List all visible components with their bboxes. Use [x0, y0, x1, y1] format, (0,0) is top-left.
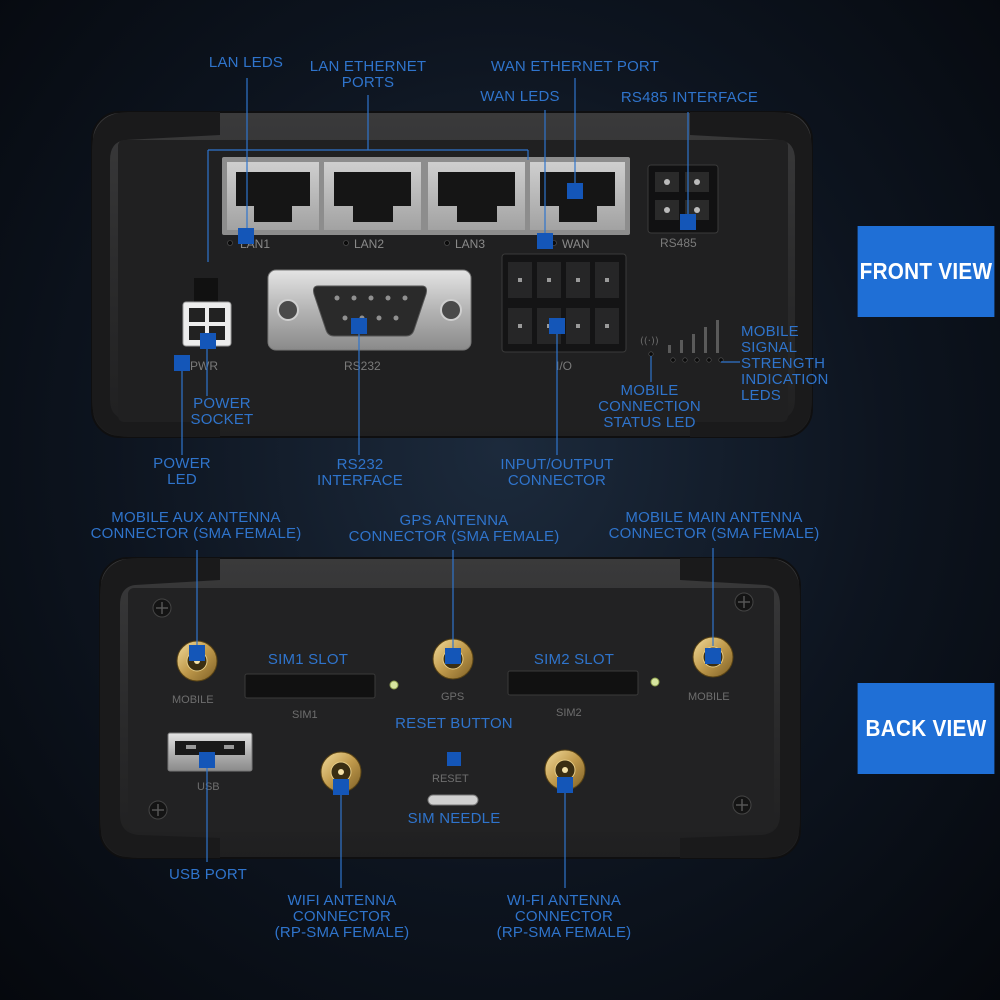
front-device: LAN1 LAN2 LAN3 WAN RS485 PWR — [91, 111, 813, 438]
sim1-slot-opening — [244, 673, 376, 699]
label-mobile-signal-strength: MOBILE SIGNAL STRENGTH INDICATION LEDS — [741, 323, 829, 404]
label-wifi-antenna-1: WIFI ANTENNA CONNECTOR (RP-SMA FEMALE) — [274, 892, 410, 941]
sim1-led — [389, 680, 399, 690]
rj45-lan1 — [227, 162, 319, 230]
rpsma-wifi-2 — [544, 749, 586, 791]
front-right-bumper — [690, 112, 812, 437]
back-panel — [128, 588, 774, 832]
label-mobile-main-antenna: MOBILE MAIN ANTENNA CONNECTOR (SMA FEMAL… — [608, 509, 820, 542]
antenna-icon: ((·)) — [640, 336, 659, 347]
marking-rs232: RS232 — [344, 359, 381, 373]
marking-sim1: SIM1 — [292, 709, 318, 721]
label-usb-port: USB PORT — [168, 866, 247, 883]
rs485-connector — [647, 164, 719, 234]
marking-io: I/O — [556, 359, 572, 373]
label-mobile-connection-status: MOBILE CONNECTION STATUS LED — [598, 382, 701, 431]
rs232-connector — [267, 269, 472, 351]
led-lan2 — [343, 240, 349, 246]
label-rs232-interface: RS232 INTERFACE — [317, 456, 403, 489]
rpsma-wifi-1 — [320, 751, 362, 793]
back-left-bumper — [100, 558, 220, 858]
label-power-socket: POWER SOCKET — [190, 395, 254, 428]
rj45-lan2 — [324, 162, 421, 230]
sim-needle-slot — [427, 794, 479, 806]
front-view-badge: FRONT VIEW — [857, 226, 995, 317]
marking-lan3: LAN3 — [455, 237, 485, 251]
label-wan-ethernet-port: WAN ETHERNET PORT — [490, 58, 660, 75]
label-rs485-interface: RS485 INTERFACE — [620, 89, 759, 106]
label-sim1-slot: SIM1 SLOT — [267, 651, 349, 668]
marking-mobile-aux: MOBILE — [172, 694, 214, 706]
callout-lines — [181, 78, 740, 888]
marking-usb: USB — [197, 781, 220, 793]
label-lan-leds: LAN LEDS — [208, 54, 284, 71]
marking-pwr: PWR — [190, 359, 218, 373]
sim2-slot-opening — [507, 670, 639, 696]
label-wifi-antenna-2: WI-FI ANTENNA CONNECTOR (RP-SMA FEMALE) — [496, 892, 632, 941]
back-right-bumper — [680, 558, 800, 858]
screw-icon — [148, 592, 754, 820]
io-connector — [501, 253, 627, 353]
label-sim2-slot: SIM2 SLOT — [533, 651, 615, 668]
label-power-led: POWER LED — [153, 455, 211, 488]
led-lan3 — [444, 240, 450, 246]
back-device: MOBILE GPS MOBILE SIM1 SIM2 USB RESET — [99, 557, 801, 859]
label-sim-needle: SIM NEEDLE — [407, 810, 501, 827]
label-mobile-aux-antenna: MOBILE AUX ANTENNA CONNECTOR (SMA FEMALE… — [90, 509, 302, 542]
rj45-lan3 — [428, 162, 525, 230]
front-left-bumper — [92, 112, 220, 437]
label-reset-button: RESET BUTTON — [395, 715, 513, 732]
back-view-badge: BACK VIEW — [857, 683, 995, 774]
led-lan1 — [227, 240, 233, 246]
sim2-led — [650, 677, 660, 687]
label-wan-leds: WAN LEDS — [480, 88, 560, 105]
marking-reset: RESET — [432, 773, 469, 785]
power-socket — [182, 278, 232, 347]
marking-wan: WAN — [562, 237, 590, 251]
label-gps-antenna: GPS ANTENNA CONNECTOR (SMA FEMALE) — [348, 512, 560, 545]
signal-strength-bars — [668, 320, 719, 353]
marking-gps: GPS — [441, 691, 464, 703]
signal-strength-leds — [670, 357, 724, 363]
marking-rs485: RS485 — [660, 236, 697, 250]
label-lan-ethernet-ports: LAN ETHERNET PORTS — [309, 58, 427, 91]
mobile-status-led — [648, 351, 654, 357]
label-io-connector: INPUT/OUTPUT CONNECTOR — [500, 456, 614, 489]
marking-sim2: SIM2 — [556, 707, 582, 719]
marking-mobile-main: MOBILE — [688, 691, 730, 703]
callout-markers — [174, 183, 721, 795]
marking-lan2: LAN2 — [354, 237, 384, 251]
